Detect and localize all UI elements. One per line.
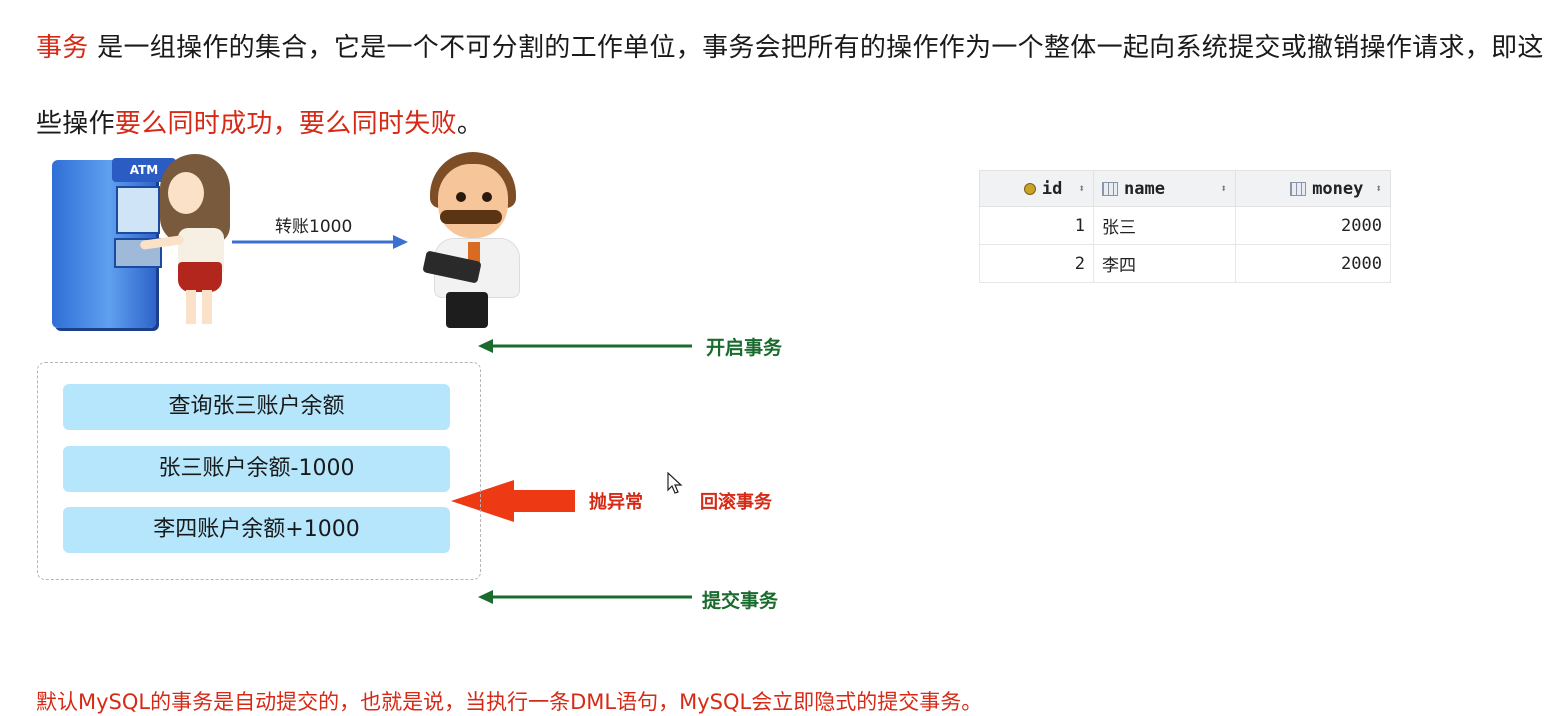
cell-money[interactable]: 2000 bbox=[1235, 206, 1391, 245]
cell-money[interactable]: 2000 bbox=[1235, 244, 1391, 283]
step-credit-lisi: 李四账户余额+1000 bbox=[63, 507, 450, 553]
cell-id[interactable]: 2 bbox=[979, 244, 1094, 283]
transfer-arrow bbox=[232, 235, 408, 249]
girl-skirt bbox=[178, 262, 222, 292]
primary-key-icon bbox=[1023, 182, 1036, 195]
table-header-row: id ⬍ name ⬍ money ⬍ bbox=[979, 170, 1391, 207]
exception-arrow bbox=[451, 480, 575, 522]
begin-transaction-label: 开启事务 bbox=[706, 337, 783, 359]
step-debit-zhangsan: 张三账户余额-1000 bbox=[63, 446, 450, 492]
sort-icon[interactable]: ⬍ bbox=[1220, 182, 1227, 195]
commit-arrow bbox=[478, 590, 692, 604]
intro-emphasis: 要么同时成功，要么同时失败 bbox=[114, 109, 457, 139]
column-header-id[interactable]: id ⬍ bbox=[979, 170, 1094, 207]
transaction-scope-box bbox=[37, 362, 481, 580]
transfer-label: 转账1000 bbox=[275, 217, 353, 237]
begin-arrow bbox=[478, 339, 692, 353]
sort-icon[interactable]: ⬍ bbox=[1078, 182, 1085, 195]
intro-paragraph: 事务 是一组操作的集合，它是一个不可分割的工作单位，事务会把所有的操作作为一个整… bbox=[36, 10, 1546, 162]
column-label: id bbox=[1041, 178, 1063, 199]
man-eye bbox=[482, 192, 492, 202]
man-eye bbox=[456, 192, 466, 202]
man-mustache bbox=[440, 210, 502, 224]
girl-leg bbox=[202, 290, 212, 324]
intro-text-1: 是一组操作的集合，它是一个不可分割的工作单位，事务会把所有的操作作为一个整体一起… bbox=[36, 33, 1544, 139]
girl-leg bbox=[186, 290, 196, 324]
step-query-balance: 查询张三账户余额 bbox=[63, 384, 450, 430]
footer-note: 默认MySQL的事务是自动提交的，也就是说，当执行一条DML语句，MySQL会立… bbox=[36, 690, 983, 714]
man-face bbox=[438, 164, 508, 238]
atm-screen bbox=[116, 186, 160, 234]
column-header-money[interactable]: money ⬍ bbox=[1235, 170, 1391, 207]
cell-name[interactable]: 李四 bbox=[1093, 244, 1236, 283]
column-icon bbox=[1102, 181, 1118, 196]
table-row[interactable]: 2 李四 2000 bbox=[979, 244, 1391, 283]
cell-name[interactable]: 张三 bbox=[1093, 206, 1236, 245]
mouse-cursor-icon bbox=[667, 472, 683, 494]
column-label: money bbox=[1312, 178, 1364, 199]
account-table: id ⬍ name ⬍ money ⬍ 1 张三 2000 2 李四 2000 bbox=[979, 170, 1391, 283]
table-row[interactable]: 1 张三 2000 bbox=[979, 206, 1391, 245]
man-legs bbox=[446, 292, 488, 328]
girl-face bbox=[168, 172, 204, 214]
exception-label: 抛异常 bbox=[589, 492, 643, 513]
column-label: name bbox=[1124, 178, 1165, 199]
intro-term: 事务 bbox=[36, 33, 89, 63]
rollback-label: 回滚事务 bbox=[700, 492, 772, 513]
sort-icon[interactable]: ⬍ bbox=[1375, 182, 1382, 195]
cell-id[interactable]: 1 bbox=[979, 206, 1094, 245]
intro-text-2: 。 bbox=[456, 109, 484, 139]
commit-transaction-label: 提交事务 bbox=[702, 590, 779, 612]
column-header-name[interactable]: name ⬍ bbox=[1093, 170, 1236, 207]
column-icon bbox=[1290, 181, 1307, 196]
